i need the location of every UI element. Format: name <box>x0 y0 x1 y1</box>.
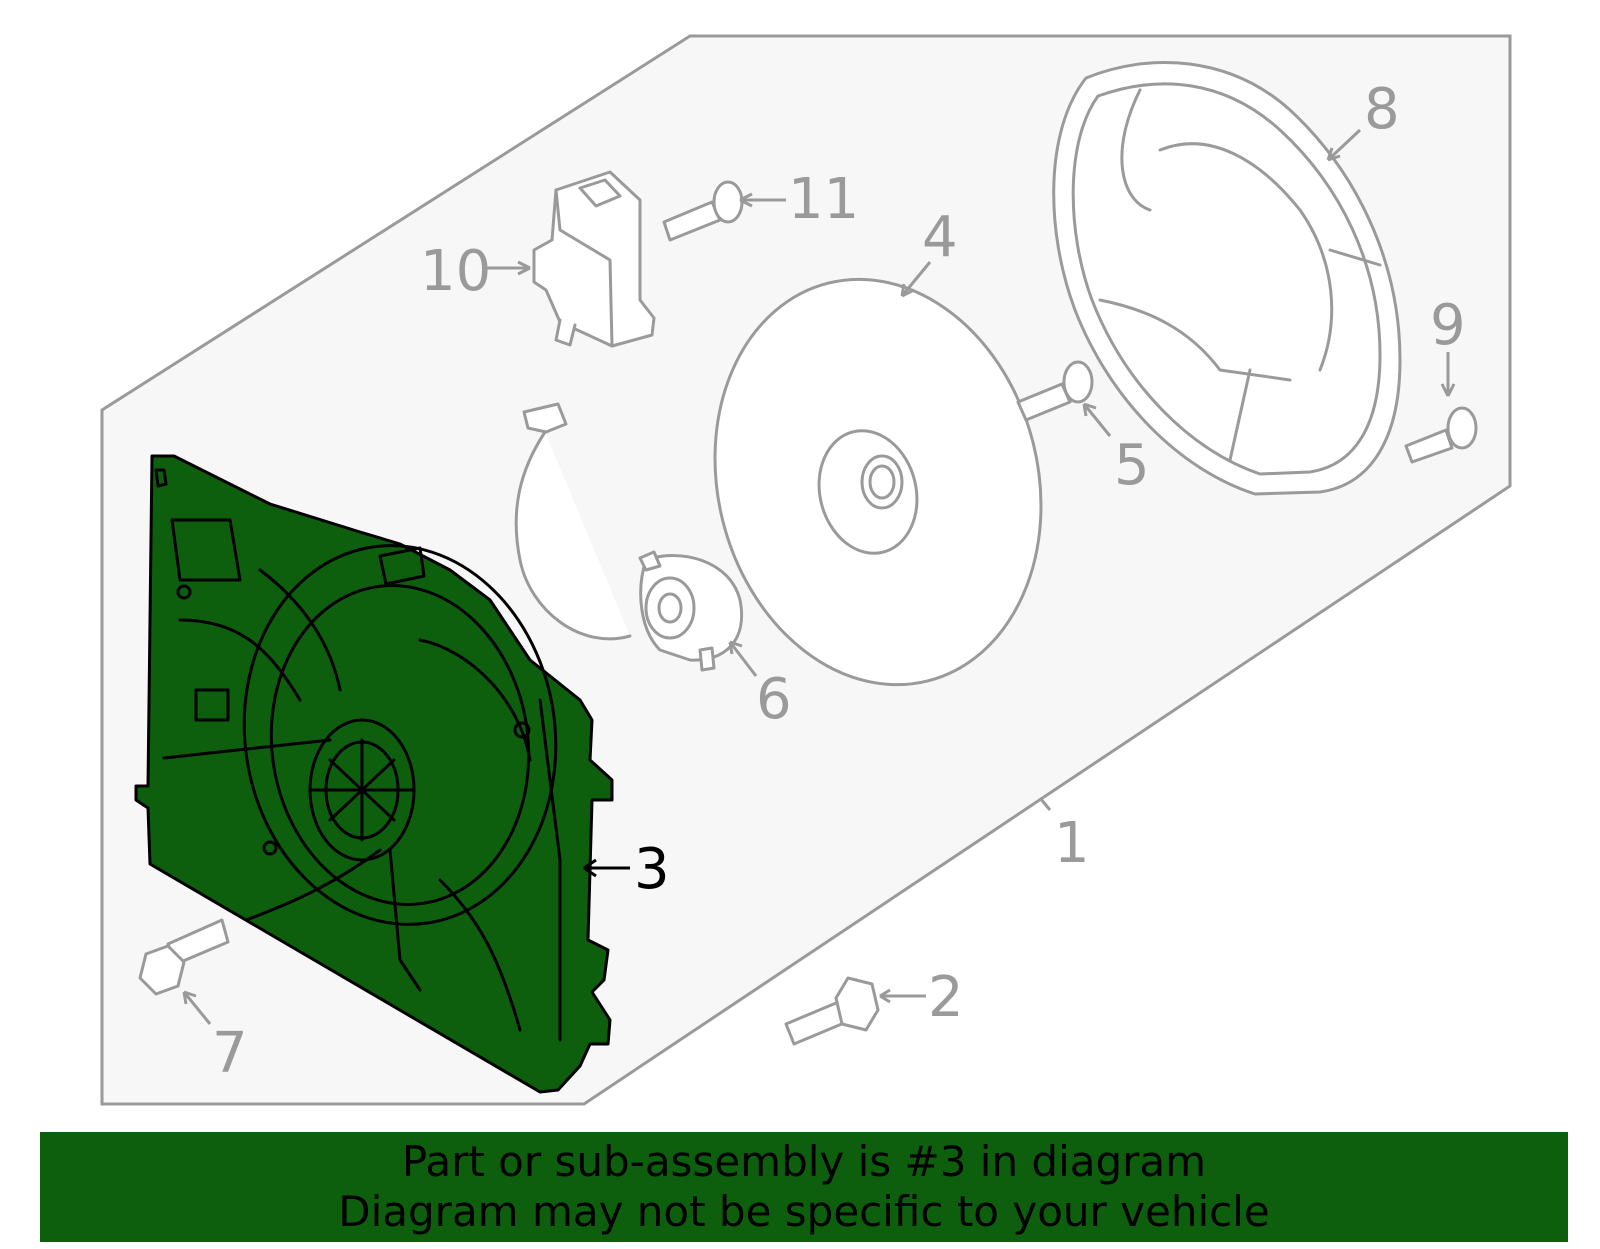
screw-part-9[interactable] <box>1404 406 1478 464</box>
leader-10 <box>484 260 531 276</box>
resistor-module-part-10[interactable] <box>532 170 656 348</box>
leader-2 <box>879 988 926 1004</box>
callout-7: 7 <box>212 1021 248 1086</box>
banner-line-2: Diagram may not be specific to your vehi… <box>338 1187 1270 1236</box>
fan-shroud-part-8[interactable] <box>1052 60 1402 496</box>
bolt-part-7[interactable] <box>138 918 230 996</box>
bolt-part-2[interactable] <box>784 976 880 1046</box>
leader-6 <box>728 640 758 677</box>
fan-blade-part-4[interactable] <box>673 244 1083 719</box>
notice-banner: Part or sub-assembly is #3 in diagram Di… <box>40 1132 1568 1242</box>
callout-2: 2 <box>928 965 964 1030</box>
leader-9 <box>1440 352 1456 397</box>
leader-3 <box>583 858 630 878</box>
callout-8: 8 <box>1364 77 1400 142</box>
callout-4: 4 <box>922 205 958 270</box>
callout-3: 3 <box>634 837 670 902</box>
leader-4 <box>900 261 932 298</box>
callout-11: 11 <box>788 167 859 232</box>
callout-1: 1 <box>1054 811 1090 876</box>
fan-assembly-part-3[interactable] <box>134 454 614 1094</box>
banner-line-1: Part or sub-assembly is #3 in diagram <box>401 1137 1207 1186</box>
leader-5 <box>1082 402 1112 437</box>
leader-1 <box>1038 797 1052 811</box>
callout-6: 6 <box>756 667 792 732</box>
leader-7 <box>182 990 212 1025</box>
bolt-part-5[interactable] <box>1016 360 1094 422</box>
callout-10: 10 <box>420 239 491 304</box>
bolt-part-11[interactable] <box>662 180 744 242</box>
callout-9: 9 <box>1430 293 1466 358</box>
callout-5: 5 <box>1114 433 1150 498</box>
leader-8 <box>1326 128 1362 162</box>
leader-11 <box>739 192 786 208</box>
